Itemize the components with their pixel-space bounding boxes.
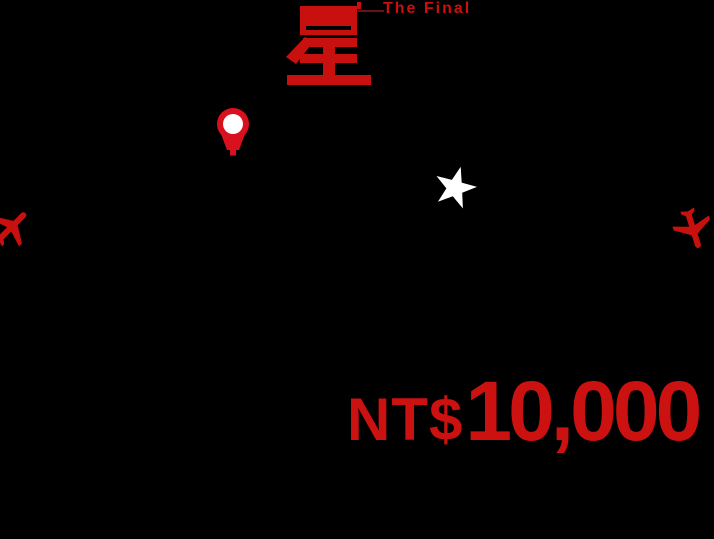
annotation-label: The Final [383,0,472,17]
kanji-star-glyph [286,2,371,85]
airplane-icon [672,207,710,248]
airplane-icon [0,212,27,247]
price-amount: 10,000 [465,364,702,458]
price-lockup: NT$ 10,000 [347,364,702,458]
annotation-connector-line [358,10,384,12]
white-star-icon [436,166,477,209]
price-currency: NT$ [347,386,464,453]
location-pin-icon [217,108,249,156]
